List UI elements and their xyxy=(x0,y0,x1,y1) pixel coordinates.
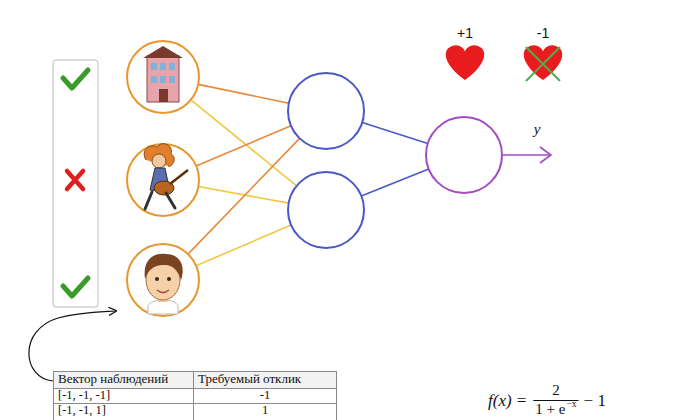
check-mark xyxy=(63,70,88,88)
boy-icon xyxy=(145,254,183,314)
hidden-neuron xyxy=(288,172,364,248)
input-panel xyxy=(53,60,98,307)
table-cell: 1 xyxy=(262,403,268,417)
value-label: +1 xyxy=(457,25,473,41)
table-header-cell xyxy=(54,372,193,388)
weight-line xyxy=(196,225,291,266)
table-header: Требуемый отклик xyxy=(198,372,301,387)
hidden-neuron xyxy=(288,73,364,149)
table-cell: [-1, -1, 1] xyxy=(58,403,106,417)
cross-mark xyxy=(67,171,83,189)
weight-line xyxy=(198,84,289,103)
formula-part: 2 xyxy=(552,382,560,399)
weight-line xyxy=(361,169,428,196)
weight-line xyxy=(362,123,428,144)
weight-line xyxy=(198,187,288,204)
weight-line xyxy=(196,126,291,166)
rocker-icon xyxy=(144,144,188,209)
formula-part: − 1 xyxy=(584,391,606,411)
table-grid xyxy=(54,372,337,420)
pointer-curve xyxy=(29,311,116,381)
house-icon xyxy=(143,46,183,102)
output-arrow xyxy=(502,154,550,156)
heart-icon xyxy=(446,45,485,80)
weight-line xyxy=(191,100,297,186)
icons xyxy=(143,46,188,314)
cross-mark xyxy=(526,47,560,81)
table-cell: [-1, -1, -1] xyxy=(58,388,110,402)
input-neuron xyxy=(127,41,199,113)
network xyxy=(127,41,551,316)
weight-line xyxy=(188,138,300,254)
table-cell: -1 xyxy=(260,388,270,402)
heart-icon xyxy=(524,45,563,80)
formula-part: 1 + e xyxy=(535,401,565,418)
input-neuron xyxy=(127,144,199,216)
table-header-cell xyxy=(194,372,336,388)
input-neuron xyxy=(127,244,199,316)
formula-part: −x xyxy=(566,399,576,410)
value-label: -1 xyxy=(537,25,549,41)
output-neuron xyxy=(426,117,502,193)
output-label: y xyxy=(534,121,541,138)
check-mark xyxy=(63,278,88,296)
table-header: Вектор наблюдений xyxy=(58,372,168,387)
formula-part: f(x) = xyxy=(488,391,527,411)
arrow-head xyxy=(540,147,551,163)
